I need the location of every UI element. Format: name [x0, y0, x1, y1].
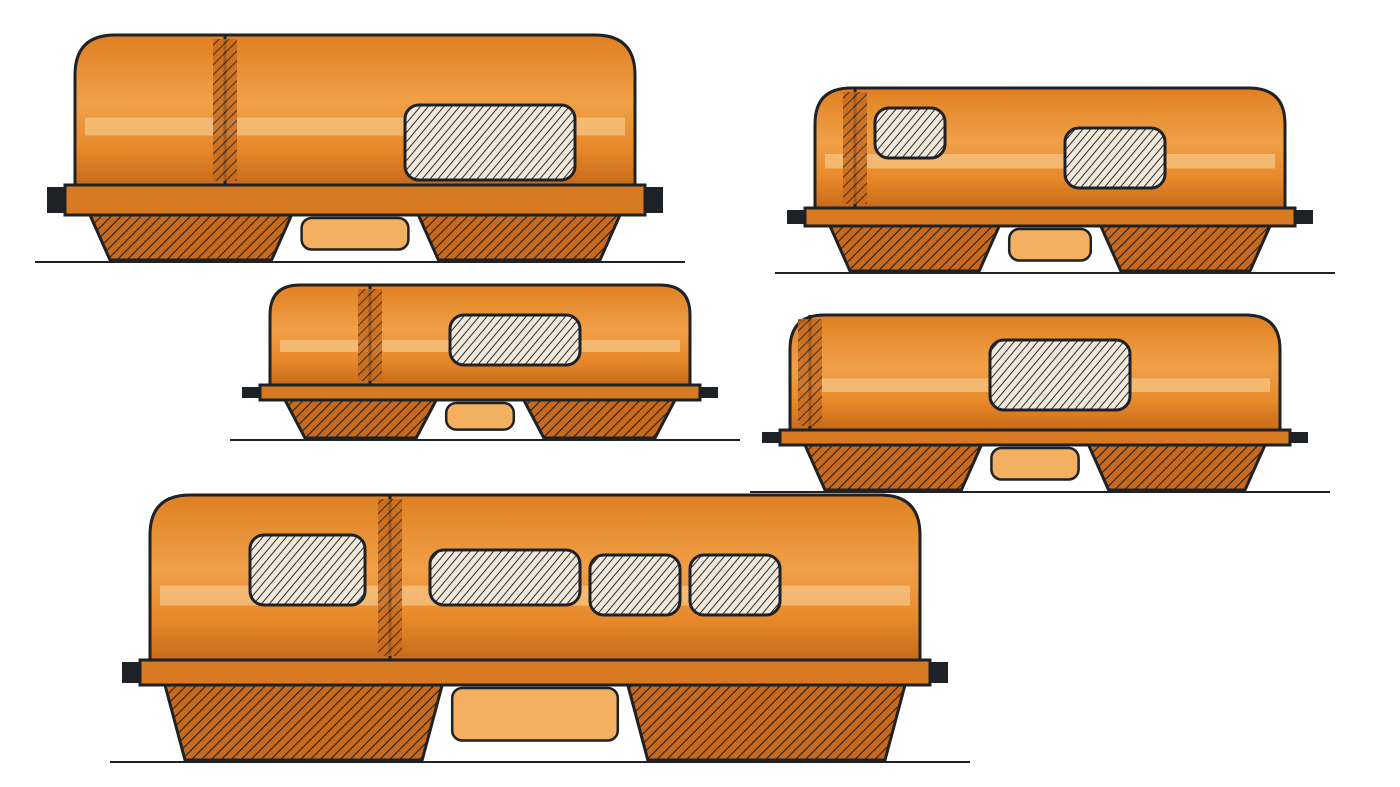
window [248, 533, 367, 607]
buffer-rear [645, 187, 663, 213]
loco-frame [138, 658, 932, 687]
bogie-truck [1098, 224, 1273, 273]
loco-frame [258, 383, 702, 402]
locomotive-sketch-3 [230, 283, 740, 441]
cab-shadow [378, 499, 402, 656]
fuel-tank [300, 216, 410, 251]
buffer-front [762, 432, 780, 443]
window [1063, 126, 1167, 190]
cab-shadow [843, 92, 867, 204]
fuel-tank [1007, 227, 1093, 262]
window [988, 338, 1132, 412]
window [588, 553, 682, 617]
buffer-rear [700, 387, 718, 398]
loco-frame [803, 206, 1297, 228]
buffer-rear [1295, 210, 1313, 224]
cab-shadow [213, 39, 237, 181]
window [688, 553, 782, 617]
loco-frame [778, 428, 1292, 447]
bogie-truck [1086, 443, 1268, 492]
buffer-rear [930, 662, 948, 683]
fuel-tank [444, 401, 516, 431]
bogie-truck [163, 683, 445, 762]
bogie-truck [802, 443, 984, 492]
buffer-front [47, 187, 65, 213]
buffer-front [242, 387, 260, 398]
loco-frame [63, 183, 647, 217]
window [873, 106, 947, 160]
cab-shadow [798, 319, 822, 426]
cab-shadow [358, 289, 382, 381]
fuel-tank [990, 446, 1080, 481]
window [448, 313, 582, 367]
bogie-truck [521, 398, 678, 440]
locomotive-sketch-2 [775, 86, 1335, 274]
buffer-front [122, 662, 140, 683]
bogie-truck [87, 213, 294, 262]
locomotive-sketch-5 [110, 493, 970, 763]
bogie-truck [416, 213, 623, 262]
buffer-front [787, 210, 805, 224]
bogie-truck [827, 224, 1002, 273]
locomotive-sketch-1 [35, 33, 685, 263]
window [403, 103, 577, 182]
bogie-truck [282, 398, 439, 440]
buffer-rear [1290, 432, 1308, 443]
bogie-truck [625, 683, 907, 762]
window [428, 548, 582, 607]
fuel-tank [450, 686, 620, 742]
locomotive-sketch-4 [750, 313, 1330, 493]
